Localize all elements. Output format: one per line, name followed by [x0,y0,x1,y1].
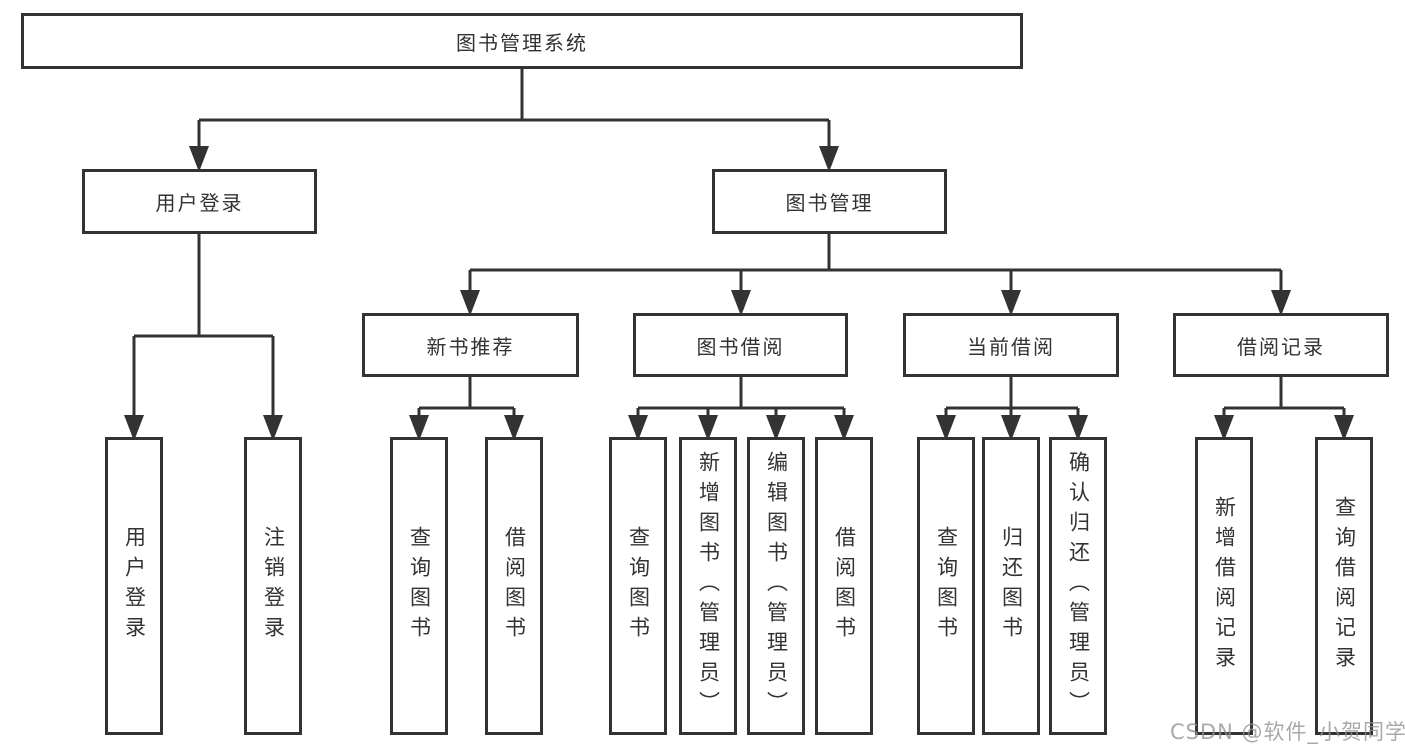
leaf-query-borrow-record: 查询借阅记录 [1315,437,1373,735]
leaf-add-book-admin-label: 新增图书（管理员） [696,451,721,721]
leaf-confirm-return-admin: 确认归还（管理员） [1049,437,1107,735]
leaf-query-borrow-record-label: 查询借阅记录 [1332,496,1357,676]
leaf-query-books-borrow-label: 查询图书 [626,526,651,646]
leaf-return-books: 归还图书 [982,437,1040,735]
leaf-edit-book-admin: 编辑图书（管理员） [747,437,805,735]
node-current-borrow: 当前借阅 [903,313,1119,377]
leaf-query-books-recommend-label: 查询图书 [407,526,432,646]
leaf-return-books-label: 归还图书 [999,526,1024,646]
leaf-logout-login-label: 注销登录 [261,526,286,646]
node-root-label: 图书管理系统 [456,30,588,55]
leaf-query-books-borrow: 查询图书 [609,437,667,735]
node-book-borrow: 图书借阅 [633,313,848,377]
leaf-logout-login: 注销登录 [244,437,302,735]
leaf-borrow-books-recommend-label: 借阅图书 [502,526,527,646]
leaf-edit-book-admin-label: 编辑图书（管理员） [764,451,789,721]
leaf-add-borrow-record-label: 新增借阅记录 [1212,496,1237,676]
leaf-borrow-books-label: 借阅图书 [832,526,857,646]
node-book-borrow-label: 图书借阅 [696,334,785,359]
leaf-query-books-current-label: 查询图书 [934,526,959,646]
node-borrow-records: 借阅记录 [1173,313,1389,377]
node-root: 图书管理系统 [21,13,1023,69]
leaf-confirm-return-admin-label: 确认归还（管理员） [1066,451,1091,721]
node-user-login: 用户登录 [82,169,317,234]
leaf-user-login-label: 用户登录 [122,526,147,646]
node-borrow-records-label: 借阅记录 [1237,334,1325,359]
connector-lines [132,69,1346,420]
leaf-query-books-current: 查询图书 [917,437,975,735]
node-current-borrow-label: 当前借阅 [967,334,1055,359]
leaf-add-book-admin: 新增图书（管理员） [679,437,737,735]
leaf-query-books-recommend: 查询图书 [390,437,448,735]
csdn-watermark: CSDN @软件_小贺同学 [1170,720,1405,744]
node-book-management: 图书管理 [712,169,947,234]
leaf-borrow-books: 借阅图书 [815,437,873,735]
leaf-add-borrow-record: 新增借阅记录 [1195,437,1253,735]
node-book-management-label: 图书管理 [785,191,874,215]
leaf-borrow-books-recommend: 借阅图书 [485,437,543,735]
node-new-book-recommend-label: 新书推荐 [426,334,515,359]
leaf-user-login: 用户登录 [105,437,163,735]
node-user-login-label: 用户登录 [155,191,244,215]
node-new-book-recommend: 新书推荐 [362,313,579,377]
